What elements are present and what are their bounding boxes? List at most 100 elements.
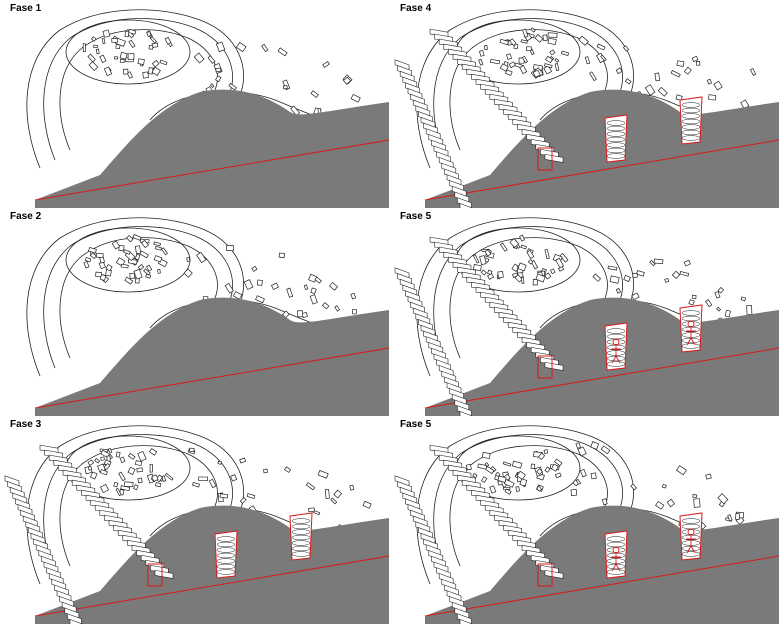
stone [649,259,656,267]
stone [530,27,536,33]
stone [84,256,92,263]
pit-ring [291,545,311,552]
stone [303,284,309,290]
stone [256,279,263,286]
stone [553,458,563,467]
stone [127,452,136,460]
stone [263,468,268,474]
ground-fill [35,297,389,416]
stone [146,31,152,37]
pit-ring [291,529,311,535]
stone [329,281,339,291]
stone [82,43,86,53]
stone [88,246,97,254]
stone [679,270,690,277]
stone [123,249,131,255]
stone [717,287,725,294]
stone [705,299,713,308]
stone [321,302,330,310]
stone [671,270,681,280]
block-wall [394,59,475,208]
stone [705,473,712,480]
block-wall-2 [429,236,564,371]
section-line [34,347,389,409]
stone [489,485,497,494]
stone [554,63,560,71]
stone [186,257,191,262]
pit-ring [216,558,236,564]
stone [519,478,528,487]
stone [284,466,292,473]
stone [105,264,113,272]
panel-label: Fase 2 [10,211,42,222]
stone [219,493,229,499]
stone [472,264,482,272]
pit-ring [606,328,626,334]
figure-body [611,553,621,572]
figure-body [686,327,696,346]
wall-block [459,411,475,416]
stone [99,274,107,281]
stone [578,35,589,46]
stone [342,76,352,85]
pit-ring [606,361,626,367]
stone [675,94,683,101]
stone [589,71,597,82]
stone [310,287,317,295]
stone [95,48,100,55]
stone [676,465,687,476]
stone [123,68,129,75]
stone [499,38,509,46]
stone [88,61,99,71]
stone [314,276,322,284]
stone [115,257,126,267]
stone [99,54,107,63]
excavation-pit [289,512,313,561]
pit-ring [681,518,701,524]
wall-base-highlight [537,563,553,587]
stone [559,252,569,263]
pit-ring [681,129,701,136]
stone [333,489,343,499]
pit-ring [216,563,236,570]
stone [87,459,95,466]
stone [207,55,216,64]
figure-body [686,535,696,554]
stone [90,471,98,480]
stone [145,264,153,272]
stone [255,295,265,304]
pit-ring [681,135,701,141]
stone [590,472,597,480]
stone [103,66,113,77]
pit-ring [216,569,236,575]
stone [570,488,578,497]
stone [228,82,237,91]
stone [550,268,556,275]
ground-section [34,89,389,208]
stone [481,476,488,483]
stone [549,49,556,56]
pit-ring [291,540,311,546]
panel-phase-5: Fase 5 [390,208,779,416]
phase-illustration [394,9,779,208]
wall-block [544,153,564,163]
stone [120,263,129,269]
pit-outline [214,530,238,579]
stone [544,272,552,280]
stone [149,463,153,473]
pit-ring [606,120,626,126]
stone [134,253,141,261]
pit-ring [681,107,701,114]
panel-phase-1: Fase 1 [0,0,389,208]
stone [575,442,581,449]
excavation-pit [679,512,703,561]
stone [151,474,159,482]
pit-ring [681,310,701,316]
stone [487,269,493,276]
wall-block [459,203,475,208]
excavation-pit [604,530,628,579]
stone [522,28,529,38]
stone [317,108,322,114]
block-wall-2 [429,444,564,579]
pit-ring [681,118,701,125]
